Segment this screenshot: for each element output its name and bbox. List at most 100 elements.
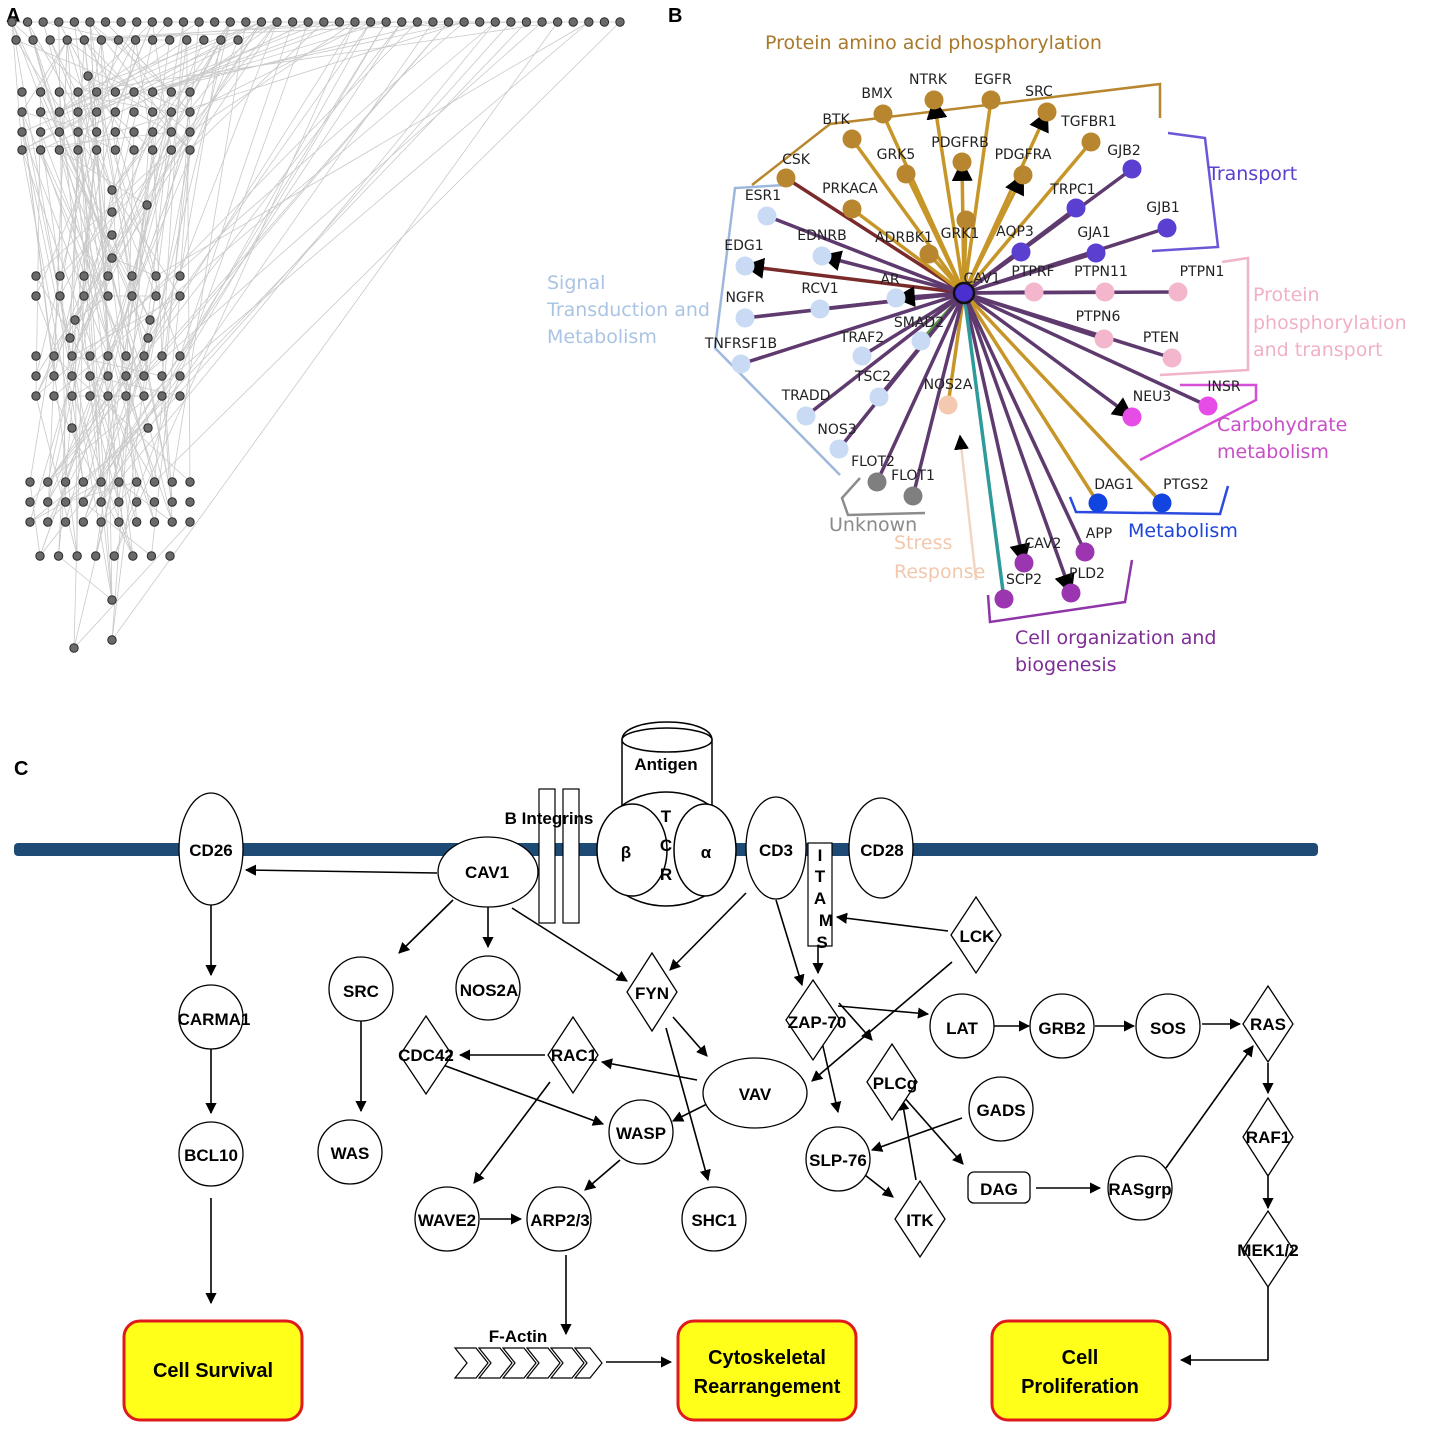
node-b-smad2 [911, 331, 931, 351]
edge-cav1-nos3 [837, 291, 966, 451]
tcr-beta-label: β [621, 843, 631, 862]
edge-cav1-flot2 [875, 292, 966, 483]
panel-a-edge [35, 91, 42, 397]
panel-a-node [11, 35, 21, 45]
panel-a-node [256, 17, 267, 27]
panel-a-node [145, 315, 155, 325]
label-b-ptpn1: PTPN1 [1180, 264, 1225, 280]
panel-a-edge [40, 131, 61, 277]
edge-cav1-ar [893, 286, 965, 308]
panel-a-node [55, 291, 65, 301]
panel-a-edge [53, 355, 191, 483]
node-b-ptpn1 [1168, 282, 1188, 302]
panel-a-edge [118, 39, 172, 113]
label-vav: VAV [739, 1085, 772, 1104]
panel-a-node [25, 497, 35, 507]
cat-stress-2: Response [894, 561, 985, 583]
label-b-flot1: FLOT1 [891, 468, 935, 484]
panel-a-node [167, 477, 177, 487]
node-b-ptprf [1024, 282, 1044, 302]
label-b-gjb1: GJB1 [1146, 200, 1180, 216]
panel-a-edge [11, 21, 113, 601]
panel-a-node [178, 17, 189, 27]
panel-a-edge [113, 21, 309, 557]
edge-cav1-esr1 [766, 214, 965, 295]
node-b-edg1 [735, 256, 755, 276]
panel-a-edge [71, 204, 148, 357]
panel-a-node [109, 551, 119, 561]
panel-a-edge [143, 21, 543, 377]
panel-a-node [31, 291, 41, 301]
label-carma1: CARMA1 [178, 1010, 251, 1029]
panel-a-node [49, 371, 59, 381]
panel-a-node [185, 145, 195, 155]
panel-a-node [100, 17, 111, 27]
cat-signal-2: Transduction and [546, 299, 710, 321]
panel-a-edge [89, 21, 133, 297]
panel-a-node [147, 87, 158, 97]
panel-a-edge [100, 21, 371, 503]
label-shc1: SHC1 [691, 1211, 736, 1230]
label-cav1: CAV1 [465, 863, 509, 882]
stress-arrow [954, 434, 978, 581]
panel-a-node [60, 517, 71, 527]
panel-a-edge [53, 395, 134, 557]
label-b-ar: AR [880, 272, 900, 288]
panel-a-node [130, 35, 141, 45]
node-b-app [1075, 542, 1095, 562]
node-b-cav1 [952, 281, 976, 305]
label-itk: ITK [906, 1211, 934, 1230]
panel-a-node [166, 107, 177, 117]
node-wasp [608, 1099, 674, 1165]
panel-a-node [127, 291, 137, 301]
edge-vav-rac1 [600, 1058, 698, 1081]
node-b-tgfbr1 [1081, 132, 1101, 152]
panel-a-edge [59, 39, 205, 113]
panel-a-edge [42, 21, 145, 397]
node-b-insr [1198, 396, 1218, 416]
panel-a-node [73, 127, 83, 137]
node-b-pdgfrb [952, 152, 972, 172]
node-shc1 [681, 1186, 747, 1252]
panel-a-node [54, 17, 64, 27]
panel-a-node [412, 17, 423, 27]
label-b-cav2: CAV2 [1025, 536, 1062, 552]
cat-transport: Transport [1207, 163, 1297, 185]
panel-a-node [43, 517, 53, 527]
node-lck [950, 895, 1002, 975]
node-cd26 [178, 792, 244, 906]
panel-a-node [35, 127, 46, 137]
panel-a-node [157, 371, 167, 381]
panel-a-node [78, 497, 89, 507]
panel-a-node [65, 333, 75, 343]
label-ras: RAS [1250, 1015, 1286, 1034]
edge-zap70-slp76 [821, 1041, 842, 1114]
panel-a-node [35, 87, 46, 97]
panel-a-edge [71, 295, 181, 357]
edge-zap70-lat [837, 1005, 930, 1019]
panel-a-node [175, 351, 185, 361]
panel-a-node [521, 17, 532, 27]
node-wave2 [414, 1186, 480, 1252]
edge-cav1-gja1 [963, 251, 1097, 295]
itams-letter-1: I [818, 846, 823, 865]
panel-a-node [428, 17, 438, 27]
panel-a-node [146, 551, 157, 561]
panel-a-node [54, 87, 65, 97]
panel-a-node [91, 145, 102, 155]
panel-a-node [599, 17, 610, 27]
panel-a-node [7, 17, 17, 27]
tcr-alpha-label: α [701, 843, 712, 862]
outcome-proliferation-label-2: Proliferation [1021, 1376, 1139, 1398]
panel-a-node [110, 87, 121, 97]
node-b-flot1 [903, 486, 923, 506]
node-fyn [626, 951, 678, 1033]
panel-a-node [175, 391, 185, 401]
panel-a-edge [143, 111, 172, 357]
panel-a-node [67, 351, 77, 361]
label-b-pdgfra: PDGFRA [995, 147, 1052, 163]
panel-a-node [25, 477, 35, 487]
panel-a-node [121, 351, 131, 361]
edge-cav1-nos2a [946, 292, 966, 406]
panel-a-node [185, 477, 195, 487]
